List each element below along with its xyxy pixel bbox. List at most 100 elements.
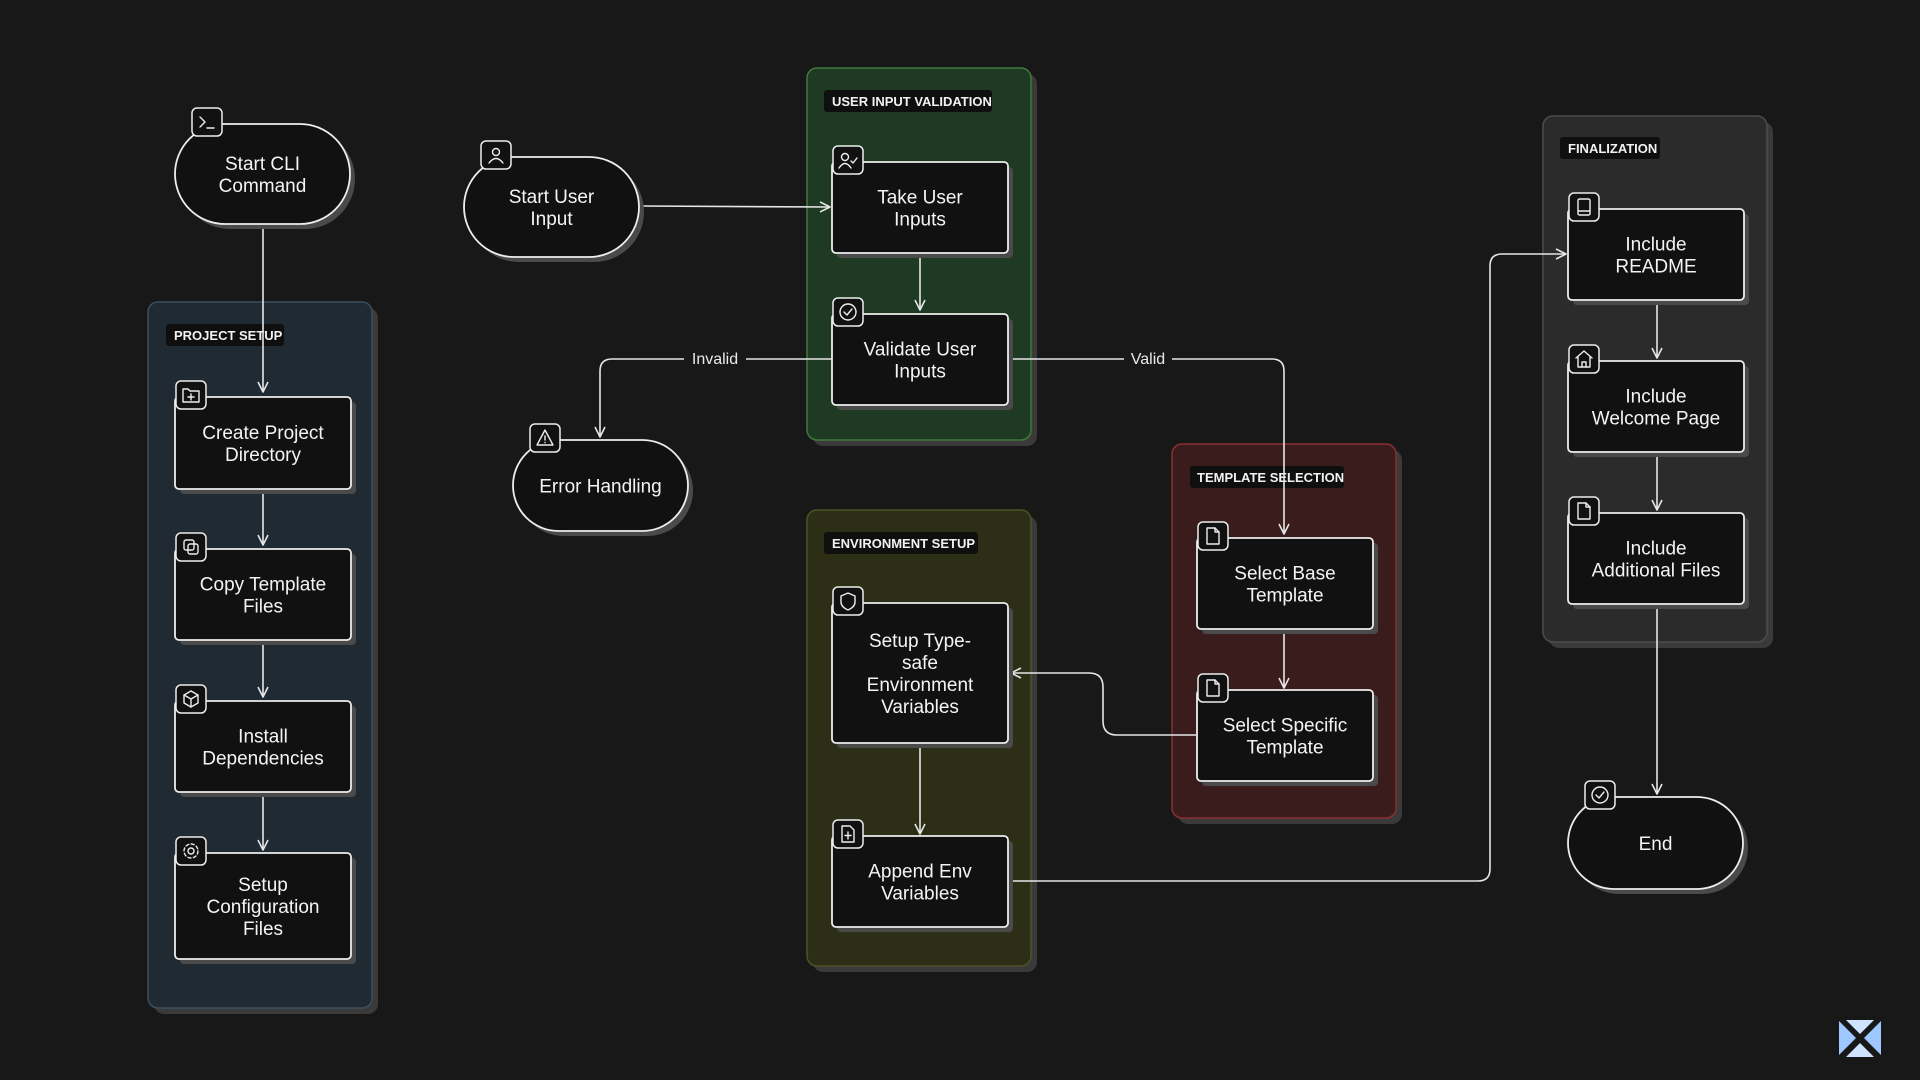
node-box — [831, 161, 1009, 254]
node-box — [1196, 689, 1374, 782]
node-label-line: Include — [1625, 387, 1686, 408]
node-label-line: Command — [219, 176, 307, 197]
node-label-line: Error Handling — [539, 477, 662, 498]
node-label-line: Setup Type- — [869, 631, 971, 652]
node-error-handling[interactable]: Error Handling — [512, 423, 693, 536]
group-label-environment-setup: ENVIRONMENT SETUP — [832, 536, 975, 551]
shield-icon — [832, 586, 864, 616]
group-tag-bg — [166, 324, 284, 346]
node-box — [174, 548, 352, 641]
node-label-line: Files — [243, 597, 283, 618]
node-label-line: Directory — [225, 445, 302, 466]
node-label-line: Include — [1625, 539, 1686, 560]
group-label-user-input-validation: USER INPUT VALIDATION — [832, 94, 992, 109]
node-label-line: Select Specific — [1223, 716, 1348, 737]
edge-specific-to-env — [1010, 667, 1196, 736]
node-label-line: Copy Template — [200, 575, 326, 596]
node-label-line: Select Base — [1234, 564, 1335, 585]
edge-invalid — [594, 358, 832, 438]
group-label-template-selection: TEMPLATE SELECTION — [1197, 470, 1344, 485]
node-box — [1567, 512, 1745, 605]
node-box — [463, 156, 640, 258]
edge-label-valid: Valid — [1131, 351, 1165, 368]
node-box — [174, 700, 352, 793]
folder-plus-icon — [175, 380, 207, 410]
node-box — [174, 396, 352, 490]
terminal-icon — [191, 107, 223, 137]
brand-logo-icon — [1839, 1020, 1881, 1057]
copy-icon — [175, 532, 207, 562]
node-label-line: Append Env — [868, 862, 972, 883]
home-icon — [1568, 344, 1600, 374]
node-label-line: Create Project — [202, 423, 324, 444]
node-label-line: Setup — [238, 875, 288, 896]
node-label-line: End — [1639, 834, 1673, 855]
node-label-line: Variables — [881, 884, 959, 905]
node-end[interactable]: End — [1567, 780, 1748, 894]
file-icon — [1197, 673, 1229, 703]
group-tag-bg — [1190, 466, 1344, 488]
node-label-line: Variables — [881, 697, 959, 718]
node-label-line: Include — [1625, 235, 1686, 256]
check-circle-icon — [1584, 780, 1616, 810]
node-label-line: Dependencies — [202, 749, 323, 770]
node-box — [831, 835, 1009, 928]
node-box — [1567, 360, 1745, 453]
node-label-line: Welcome Page — [1592, 409, 1721, 430]
group-tag-bg — [824, 90, 992, 112]
edges: Invalid Valid — [257, 201, 1663, 882]
check-circle-icon — [832, 297, 864, 327]
gear-icon — [175, 836, 207, 866]
node-label-line: Start CLI — [225, 154, 300, 175]
node-label-line: Input — [530, 209, 573, 230]
edge-valid — [1009, 358, 1290, 535]
file-icon — [1197, 521, 1229, 551]
warning-icon — [529, 423, 561, 453]
group-label-finalization: FINALIZATION — [1568, 141, 1657, 156]
group-tag-bg — [1560, 137, 1660, 159]
edge-append-to-readme — [1009, 248, 1567, 882]
node-label-line: Start User — [509, 187, 595, 208]
node-label-line: Install — [238, 727, 288, 748]
edge-label-bg — [684, 347, 746, 369]
group-label-project-setup: PROJECT SETUP — [174, 328, 283, 343]
node-label-line: Files — [243, 919, 283, 940]
node-box — [831, 313, 1009, 406]
node-label-line: safe — [902, 653, 938, 674]
node-label-line: Validate User — [864, 340, 977, 361]
edge-start-input-to-take — [639, 201, 831, 213]
node-label-line: README — [1615, 257, 1696, 278]
user-icon — [480, 140, 512, 170]
file-icon — [1568, 496, 1600, 526]
node-label-line: Inputs — [894, 362, 946, 383]
node-label-line: Template — [1246, 738, 1323, 759]
edge-label-invalid: Invalid — [692, 351, 738, 368]
node-box — [1196, 537, 1374, 630]
node-box — [1567, 208, 1745, 301]
edge-label-bg — [1124, 347, 1172, 369]
node-label-line: Template — [1246, 586, 1323, 607]
node-label-line: Inputs — [894, 210, 946, 231]
node-box — [174, 852, 352, 960]
node-label-line: Configuration — [206, 897, 319, 918]
node-label-line: Take User — [877, 188, 963, 209]
node-box — [831, 602, 1009, 744]
node-label-line: Environment — [867, 675, 974, 696]
